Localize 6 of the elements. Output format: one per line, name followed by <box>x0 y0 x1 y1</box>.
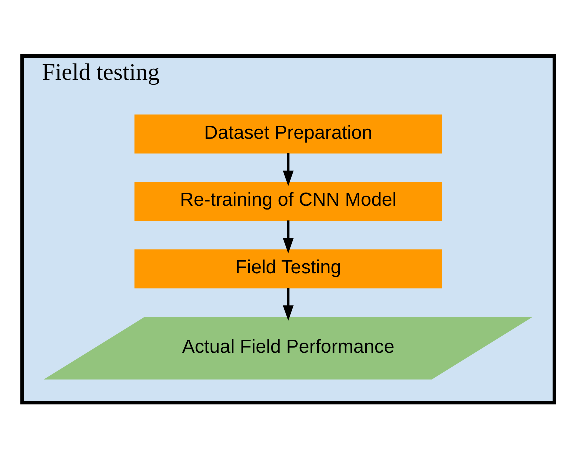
node-box: Re-training of CNN Model <box>134 182 442 221</box>
node-box: Dataset Preparation <box>134 114 442 154</box>
arrow <box>283 220 294 254</box>
arrow <box>283 152 294 186</box>
arrow <box>283 288 294 320</box>
node-box: Field Testing <box>134 249 442 288</box>
